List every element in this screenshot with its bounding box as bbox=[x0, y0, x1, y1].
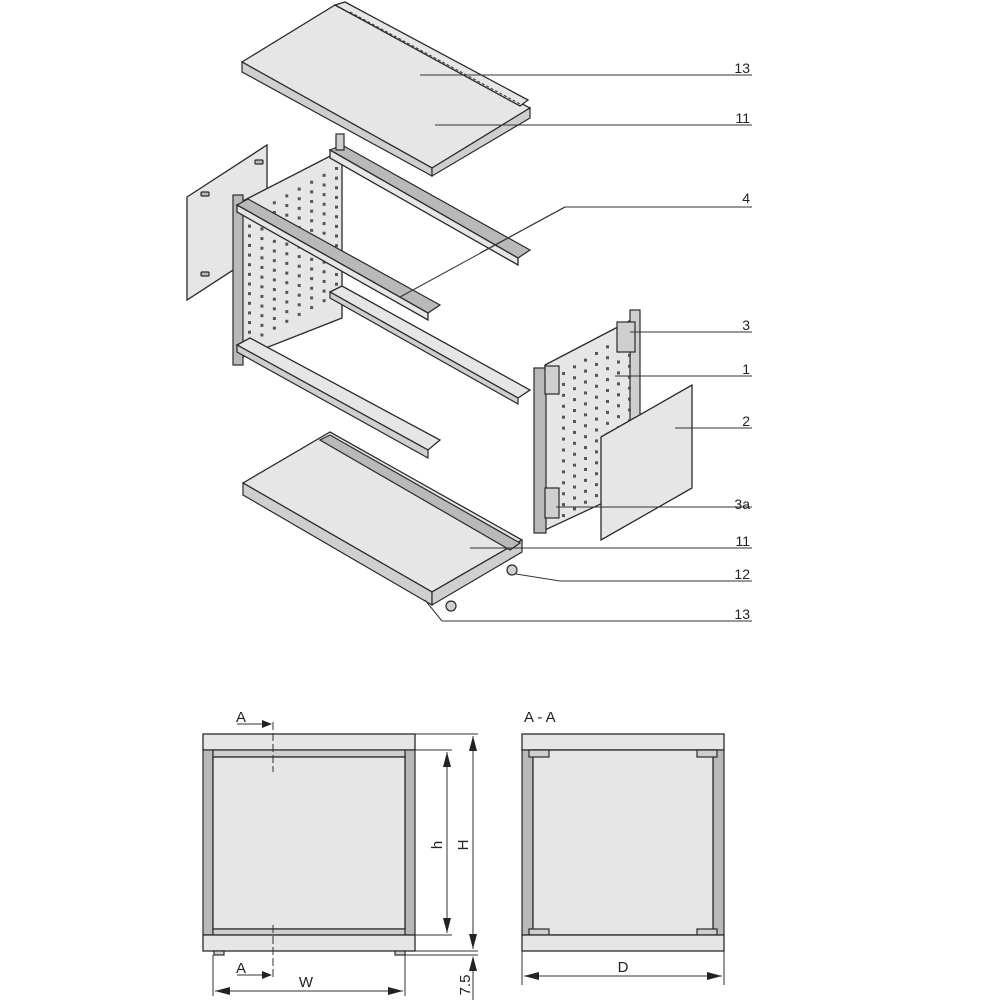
foot-12b bbox=[445, 600, 457, 612]
bottom-tray-part bbox=[241, 431, 524, 612]
dim-outer-height-label: H bbox=[455, 840, 472, 851]
dim-inner-height-label: h bbox=[429, 841, 446, 849]
bracket-3 bbox=[616, 321, 636, 353]
dim-width-label: W bbox=[299, 974, 314, 991]
callout-2: 2 bbox=[742, 413, 750, 429]
top-cover-part bbox=[240, 1, 532, 178]
left-perforated-side-panel bbox=[232, 148, 343, 366]
callout-labels: 13 11 4 3 1 2 3a 11 12 13 bbox=[734, 60, 750, 622]
section-marker-top: A bbox=[236, 709, 246, 726]
lower-front-rail bbox=[235, 337, 442, 460]
section-title: A - A bbox=[524, 709, 556, 726]
upper-front-rail bbox=[235, 198, 442, 322]
callout-11-bottom: 11 bbox=[735, 533, 750, 549]
callout-3: 3 bbox=[742, 317, 750, 333]
callout-leaders bbox=[399, 74, 752, 622]
callout-3a: 3a bbox=[734, 496, 750, 512]
bracket-3a bbox=[544, 487, 560, 519]
front-view: A A W h H 7.5 bbox=[202, 709, 478, 1000]
callout-13-bottom: 13 bbox=[734, 606, 750, 622]
side-cover-plate-2 bbox=[600, 383, 693, 542]
foot-12 bbox=[506, 564, 518, 576]
callout-1: 1 bbox=[742, 361, 750, 377]
upper-back-rail bbox=[328, 133, 532, 267]
callout-13-top: 13 bbox=[734, 60, 750, 76]
callout-4: 4 bbox=[742, 190, 750, 206]
lower-back-rail bbox=[328, 285, 532, 406]
callout-11-top: 11 bbox=[735, 110, 750, 126]
dim-depth-label: D bbox=[618, 959, 629, 976]
bracket-3-lower-left bbox=[544, 365, 560, 395]
dim-foot-label: 7.5 bbox=[457, 975, 474, 996]
section-marker-bottom: A bbox=[236, 960, 246, 977]
left-side-cover-plate bbox=[186, 143, 268, 302]
section-view-a-a: A - A D bbox=[521, 709, 725, 985]
callout-12: 12 bbox=[734, 566, 750, 582]
